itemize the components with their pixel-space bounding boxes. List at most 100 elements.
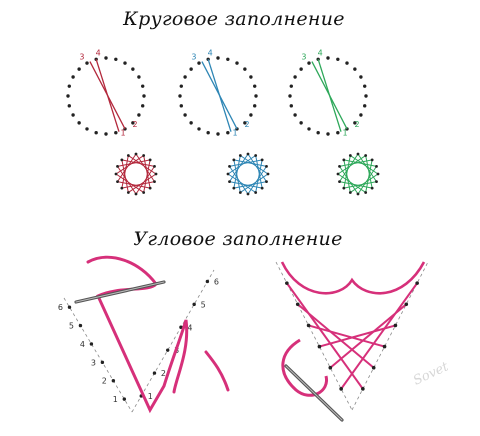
ring-dot	[336, 57, 340, 61]
ring-dot	[85, 127, 89, 131]
rosette-dot	[260, 158, 264, 162]
pin-number: 3	[191, 53, 196, 62]
rosette-dot	[232, 158, 236, 162]
ring-dot	[293, 75, 297, 79]
rosette-thread	[357, 153, 377, 182]
ring-dot	[216, 132, 220, 136]
rosette-dot	[364, 191, 368, 194]
rosette-dot	[154, 172, 158, 176]
ring-dot	[359, 75, 363, 79]
rosette-dot	[254, 191, 258, 194]
ring-dot	[197, 127, 201, 131]
angle-hole	[339, 387, 343, 391]
ring-dot	[85, 61, 89, 65]
ring-dot	[183, 75, 187, 79]
pin-number: 4	[208, 48, 213, 57]
circular-fill-heading: Круговое заполнение	[123, 8, 345, 30]
rosette-thread	[227, 173, 256, 193]
ring-dot	[141, 84, 145, 88]
angle-side	[63, 297, 133, 413]
ring-dot	[307, 127, 311, 131]
rosette-dot	[338, 164, 341, 168]
ring-dot	[67, 104, 71, 108]
rosette-thread	[128, 155, 157, 175]
ring-dot	[216, 56, 220, 60]
ring-dot	[206, 131, 210, 135]
rosette-thread	[337, 173, 366, 193]
angle-hole	[382, 344, 387, 349]
pink-thread	[319, 324, 396, 348]
angle-hole	[361, 387, 365, 391]
pin-number: 2	[132, 120, 137, 129]
rosette-dot	[254, 154, 258, 157]
rosette-thread	[339, 153, 359, 182]
rosette-thread	[135, 153, 155, 182]
rosette-dot	[120, 186, 124, 190]
rosette-dot	[246, 192, 250, 196]
ring-dot	[104, 132, 108, 136]
rosette-thread	[240, 155, 269, 175]
angle-hole	[166, 348, 170, 352]
rosette-dot	[134, 192, 138, 196]
hole-number: 1	[148, 392, 153, 401]
angle-hole	[67, 305, 72, 309]
rosette-thread	[229, 159, 263, 167]
rosette-dot	[342, 158, 346, 162]
pin-number: 2	[244, 120, 249, 129]
rosette-thread	[350, 173, 379, 193]
ring-dot	[289, 84, 293, 88]
rosette-thread	[121, 159, 155, 167]
thread-line	[89, 61, 126, 130]
rosette-dot	[265, 164, 268, 168]
pink-thread	[286, 282, 364, 390]
hole-number: 5	[69, 322, 74, 331]
ring-dot	[114, 131, 118, 135]
hole-number: 6	[214, 277, 219, 286]
ring-dot	[66, 94, 70, 98]
angle-hole	[328, 365, 333, 370]
ring-dot	[94, 131, 98, 135]
rosette-thread	[350, 155, 379, 175]
angle-hole	[111, 379, 116, 383]
ring-dot	[104, 56, 108, 60]
rosette-dot	[356, 192, 360, 196]
rosette-dot	[228, 164, 231, 168]
rosette-dot	[342, 186, 346, 190]
pin-number: 4	[96, 48, 101, 57]
ring-dot	[114, 57, 118, 61]
rosette-thread	[117, 166, 137, 195]
thread-line	[201, 61, 238, 130]
rosette-thread	[357, 166, 377, 195]
rosette-thread	[227, 155, 256, 175]
angle-hole	[404, 302, 409, 307]
ring-dot	[197, 61, 201, 65]
ring-dot	[326, 132, 330, 136]
rosette-thread	[247, 153, 267, 182]
rosette-thread	[115, 155, 144, 175]
ring-dot	[307, 61, 311, 65]
ring-dot	[141, 104, 145, 108]
rosette-dot	[226, 172, 230, 176]
rosette-thread	[247, 166, 267, 195]
angle-hole	[179, 325, 183, 329]
ring-dot	[137, 113, 141, 117]
pink-thread	[86, 255, 189, 414]
angle-hole	[122, 397, 127, 401]
rosette-thread	[339, 159, 373, 167]
ring-dot	[235, 61, 239, 65]
rosette-thread	[135, 166, 155, 195]
needle-shine	[75, 281, 165, 303]
pin-number: 2	[354, 120, 359, 129]
rosette-dot	[153, 164, 156, 168]
angle-hole	[285, 281, 289, 285]
ring-dot	[253, 84, 257, 88]
rosette-thread	[229, 153, 249, 182]
ring-dot	[189, 67, 193, 71]
angle-side	[275, 261, 353, 411]
ring-dot	[243, 67, 247, 71]
ring-dot	[353, 67, 357, 71]
angle-hole	[306, 323, 311, 328]
ring-dot	[249, 113, 253, 117]
ring-dot	[293, 113, 297, 117]
rosette-dot	[126, 191, 130, 194]
